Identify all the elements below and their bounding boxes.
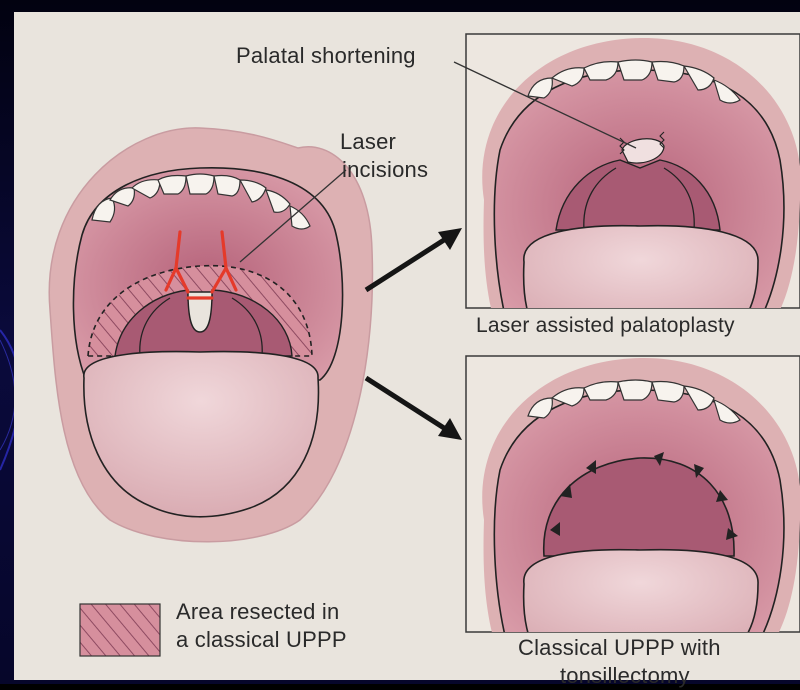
laser-assisted-panel: [454, 34, 800, 340]
laser-assisted-palatoplasty-caption: Laser assisted palatoplasty: [476, 313, 735, 339]
classical-uppp-caption-line2: tonsillectomy: [560, 662, 690, 690]
classical-uppp-caption-line1: Classical UPPP with: [518, 634, 721, 662]
legend-text-line1: Area resected in: [176, 598, 339, 626]
palatal-shortening-label: Palatal shortening: [236, 42, 416, 70]
laser-incisions-label-line1: Laser: [340, 128, 396, 156]
laser-incisions-label-line2: incisions: [342, 156, 428, 184]
legend-hatch-swatch: [80, 604, 160, 656]
legend-text-line2: a classical UPPP: [176, 626, 347, 654]
classical-uppp-panel: [466, 356, 800, 660]
left-mouth: [49, 128, 372, 542]
